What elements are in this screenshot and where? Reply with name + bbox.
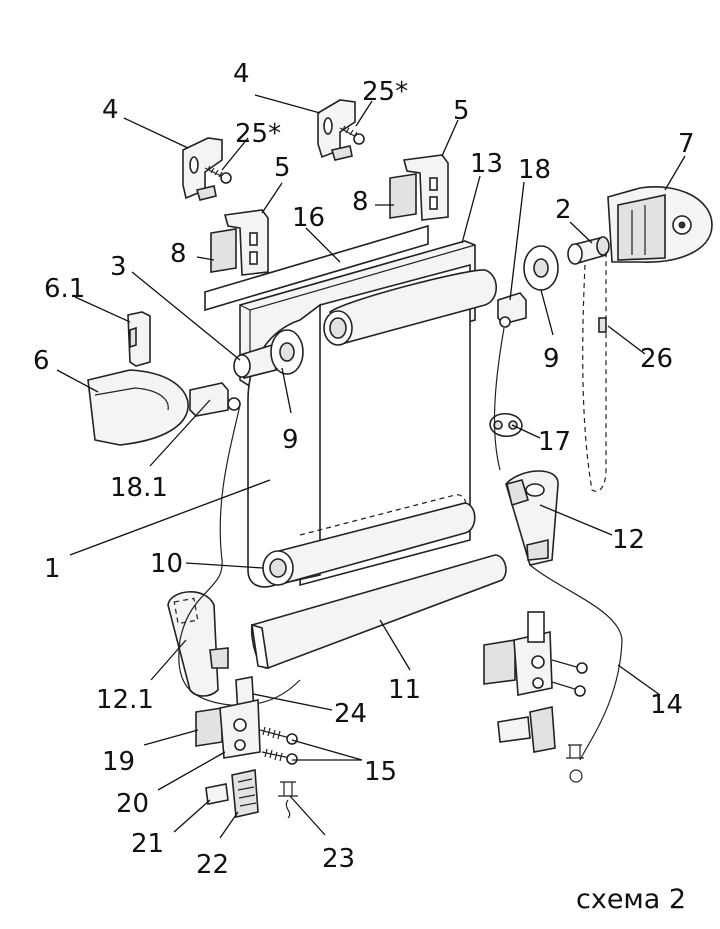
screws-15 xyxy=(259,726,298,765)
label-18: 18 xyxy=(518,155,551,185)
base-19 xyxy=(195,707,223,747)
plug-3 xyxy=(233,343,277,379)
bottom-roller-10 xyxy=(262,502,476,587)
chain-guide-18-1 xyxy=(189,382,241,417)
spacer-9-left xyxy=(270,329,304,375)
roller-top xyxy=(323,269,498,346)
cap-6-1 xyxy=(127,311,151,367)
label-1: 1 xyxy=(44,554,61,584)
label-5-left: 5 xyxy=(274,153,291,183)
label-10: 10 xyxy=(150,549,183,579)
label-22: 22 xyxy=(196,850,229,880)
chain-26 xyxy=(582,250,607,492)
clip-23 xyxy=(278,781,298,819)
label-9-right: 9 xyxy=(543,344,560,374)
label-12-1: 12.1 xyxy=(96,685,154,715)
fastening-kit-right xyxy=(483,611,588,783)
clip-5-right xyxy=(402,154,449,221)
label-19: 19 xyxy=(102,747,135,777)
side-cover-6 xyxy=(87,369,189,446)
clutch-2 xyxy=(567,236,610,265)
weight-bar-11 xyxy=(250,554,507,670)
label-21: 21 xyxy=(131,829,164,859)
clamp-12-1 xyxy=(167,591,229,697)
screw-25-left xyxy=(204,165,232,184)
label-2: 2 xyxy=(555,195,572,225)
label-26: 26 xyxy=(640,344,673,374)
label-25-left: 25* xyxy=(235,119,281,149)
label-17: 17 xyxy=(538,427,571,457)
leader-lines xyxy=(56,94,686,839)
label-6-1: 6.1 xyxy=(44,274,85,304)
stopper-22 xyxy=(231,769,259,818)
label-25-right: 25* xyxy=(362,77,408,107)
label-8-right: 8 xyxy=(352,187,369,217)
bracket-4-left xyxy=(182,137,223,201)
clip-5-left xyxy=(223,209,269,276)
scheme-caption: схема 2 xyxy=(576,884,686,915)
label-12: 12 xyxy=(612,525,645,555)
pad-8-right xyxy=(389,173,417,219)
label-23: 23 xyxy=(322,844,355,874)
label-18-1: 18.1 xyxy=(110,473,168,503)
label-20: 20 xyxy=(116,789,149,819)
label-13: 13 xyxy=(470,149,503,179)
label-6: 6 xyxy=(33,346,50,376)
clamp-12 xyxy=(505,470,559,566)
label-15: 15 xyxy=(364,757,397,787)
spring-21 xyxy=(205,783,229,805)
label-24: 24 xyxy=(334,699,367,729)
label-5-right: 5 xyxy=(453,96,470,126)
label-11: 11 xyxy=(388,675,421,705)
pad-8-left xyxy=(210,228,237,273)
bracket-4-right xyxy=(317,99,356,161)
label-9-left: 9 xyxy=(282,425,299,455)
control-mechanism-7 xyxy=(607,186,713,263)
screw-25-right xyxy=(339,125,365,145)
holder-20 xyxy=(219,699,261,759)
label-4-left: 4 xyxy=(102,95,119,125)
label-8-left: 8 xyxy=(170,239,187,269)
label-4-right: 4 xyxy=(233,59,250,89)
label-3: 3 xyxy=(110,252,127,282)
labels: 4 4 25* 25* 5 5 8 8 16 13 18 7 2 3 6.1 6… xyxy=(33,59,695,915)
chain-guide-18 xyxy=(497,292,527,328)
spacer-9-right xyxy=(523,245,559,291)
label-16: 16 xyxy=(292,203,325,233)
label-7: 7 xyxy=(678,129,695,159)
tape-strip-16 xyxy=(204,224,429,312)
label-14: 14 xyxy=(650,690,683,720)
